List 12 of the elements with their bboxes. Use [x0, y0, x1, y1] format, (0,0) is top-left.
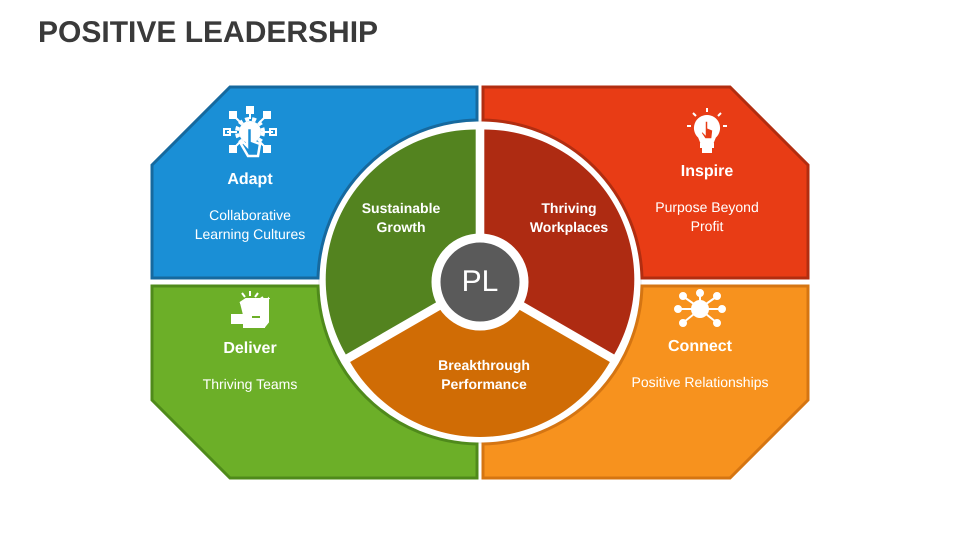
panel-text: Thriving Teams [202, 375, 298, 394]
panel-text: Purpose Beyond Profit [654, 198, 760, 236]
panel-heading: Deliver [223, 339, 277, 359]
panel-heading: Adapt [227, 170, 273, 190]
panel-heading: Inspire [680, 162, 734, 182]
panel-heading: Connect [668, 337, 732, 357]
segment-label: Sustainable Growth [360, 199, 442, 237]
panel-text: Positive Relationships [630, 373, 770, 392]
segment-label: Thriving Workplaces [528, 199, 610, 237]
title: POSITIVE LEADERSHIP [38, 15, 378, 51]
panel-text: Collaborative Learning Cultures [194, 206, 306, 244]
segment-label: Breakthrough Performance [437, 356, 531, 394]
